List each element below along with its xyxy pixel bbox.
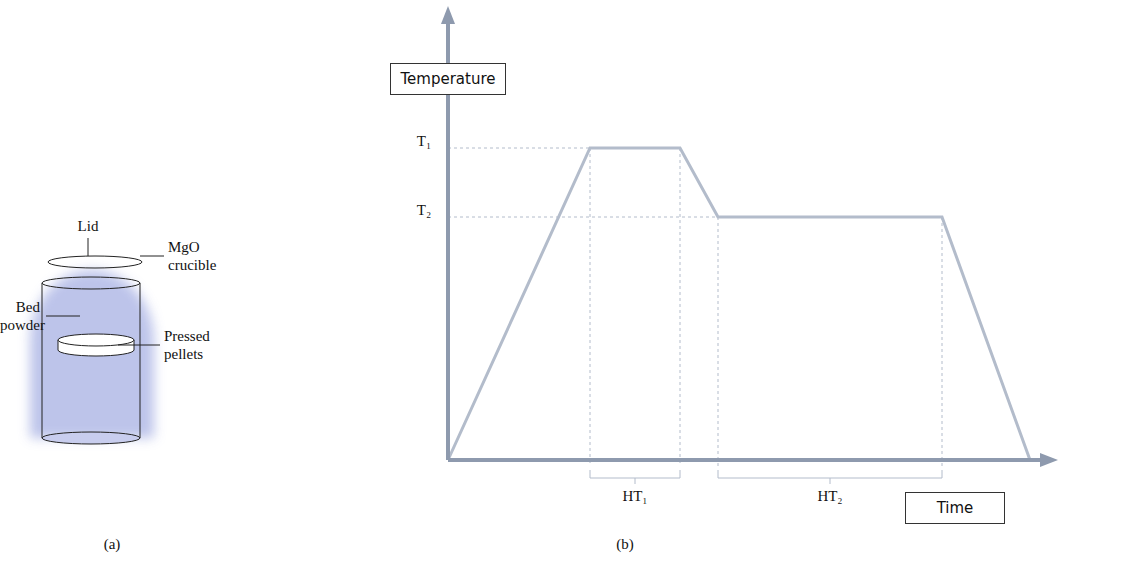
- axis-title-box: Temperature: [390, 63, 505, 95]
- axis-arrow: [441, 6, 455, 24]
- crucible-drawing: [30, 238, 164, 444]
- leader-line: [140, 256, 164, 257]
- subfigure-label: (a): [104, 535, 121, 553]
- interval-label: HT₂: [817, 487, 842, 505]
- temperature-profile: [441, 6, 1058, 484]
- part-label: Pressed pellets: [164, 327, 234, 363]
- leader-line: [88, 238, 89, 256]
- interval-label: HT₁: [622, 487, 647, 505]
- part-label: Bed powder: [0, 298, 40, 334]
- part-label: MgO crucible: [168, 238, 238, 274]
- box-text: Time: [937, 499, 974, 517]
- bed-powder: [30, 270, 154, 438]
- profile-curve: [448, 148, 1030, 460]
- lid: [48, 256, 142, 268]
- leader-line: [46, 316, 80, 317]
- pellet: [58, 334, 134, 346]
- axis-value-label: T₁: [417, 132, 431, 150]
- axis-arrow: [1040, 453, 1058, 467]
- axis-title-box: Time: [905, 492, 1005, 524]
- axis-value-label: T₂: [417, 201, 431, 219]
- subfigure-label: (b): [616, 535, 634, 553]
- bracket: [590, 470, 942, 484]
- part-label: Lid: [78, 217, 99, 235]
- box-text: Temperature: [400, 70, 495, 88]
- leader-line: [118, 345, 160, 346]
